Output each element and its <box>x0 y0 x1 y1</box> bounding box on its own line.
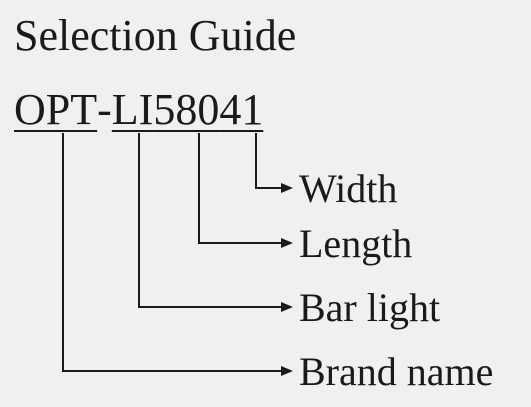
code-segment-dash: - <box>97 85 112 134</box>
connector-width <box>255 133 283 189</box>
model-code: OPT-LI58041 <box>14 84 263 136</box>
label-bar-light: Bar light <box>299 285 441 330</box>
arrowhead-width <box>281 183 293 193</box>
code-segment-brand: OPT <box>14 85 98 134</box>
label-brand-name: Brand name <box>299 349 494 394</box>
arrowhead-bar-light <box>281 302 293 312</box>
page-title: Selection Guide <box>14 11 297 60</box>
connector-brand-name <box>62 133 283 372</box>
code-segment-length: 580 <box>153 85 220 134</box>
code-segment-width: 41 <box>219 85 264 134</box>
arrowhead-brand-name <box>281 366 293 376</box>
code-segment-type: LI <box>111 85 154 134</box>
connector-length <box>198 133 283 244</box>
label-width: Width <box>299 166 398 211</box>
arrowhead-length <box>281 238 293 248</box>
label-length: Length <box>299 221 413 266</box>
connector-bar-light <box>138 133 283 308</box>
